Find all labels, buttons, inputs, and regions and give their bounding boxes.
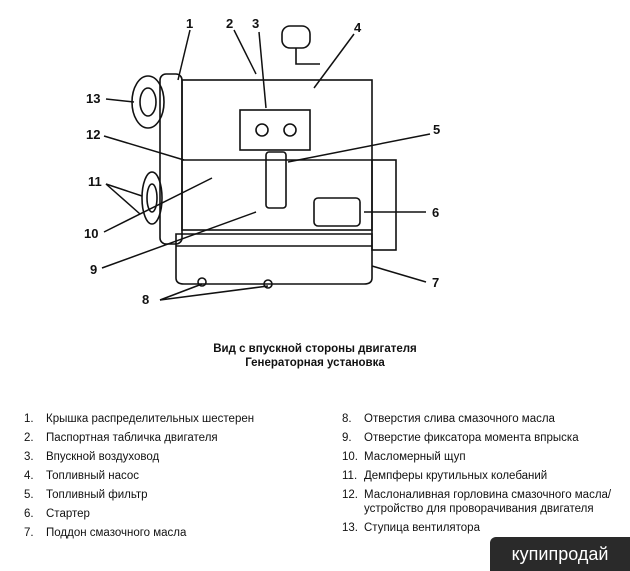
legend-number: 13.: [342, 522, 358, 534]
leader-lines: [101, 29, 431, 301]
legend-text: Топливный насос: [46, 470, 139, 482]
engine-diagram: 1 2 3 4 5 6 7 8 9 10 11 12 13: [84, 16, 440, 307]
intake-duct-drawing: [281, 25, 311, 49]
oil-pan-drawing: [175, 233, 373, 285]
callout-6: 6: [432, 205, 439, 220]
legend-text: Отверстие фиксатора момента впрыска: [364, 432, 579, 444]
legend-text: Впускной воздуховод: [46, 451, 160, 463]
legend-item: 9. Отверстие фиксатора момента впрыска: [342, 431, 612, 445]
legend-right-column: 8. Отверстия слива смазочного масла 9. Отв…: [342, 412, 612, 540]
callout-5: 5: [433, 122, 440, 137]
starter-drawing: [313, 197, 361, 227]
legend-number: 12.: [342, 489, 358, 501]
legend-number: 8.: [342, 413, 352, 425]
diagram-caption-subtitle: Генераторная установка: [245, 357, 385, 369]
watermark-badge: купипродай: [490, 537, 630, 571]
callout-1: 1: [186, 16, 193, 31]
legend-item: 5. Топливный фильтр: [24, 488, 324, 502]
callout-7: 7: [432, 275, 439, 290]
legend-item: 7. Поддон смазочного масла: [24, 526, 324, 540]
damper-drawing: [141, 171, 163, 225]
legend-text: Топливный фильтр: [46, 489, 148, 501]
callout-labels: 1 2 3 4 5 6 7 8 9 10 11 12 13: [84, 16, 440, 307]
callout-13: 13: [86, 91, 100, 106]
legend-number: 10.: [342, 451, 358, 463]
diagram-caption-title: Вид с впускной стороны двигателя: [213, 343, 417, 355]
callout-2: 2: [226, 16, 233, 31]
callout-12: 12: [86, 127, 100, 142]
legend-item: 4. Топливный насос: [24, 469, 324, 483]
legend-item: 1. Крышка распределительных шестерен: [24, 412, 324, 426]
legend-text: Ступица вентилятора: [364, 522, 480, 534]
legend-number: 1.: [24, 413, 34, 425]
legend-text: Паспортная табличка двигателя: [46, 432, 218, 444]
callout-11: 11: [88, 174, 102, 189]
legend-item: 3. Впускной воздуховод: [24, 450, 324, 464]
legend-number: 5.: [24, 489, 34, 501]
legend-number: 7.: [24, 527, 34, 539]
legend-item: 6. Стартер: [24, 507, 324, 521]
legend-number: 4.: [24, 470, 34, 482]
engine-drawing: [131, 25, 397, 289]
legend-text: Масломерный щуп: [364, 451, 466, 463]
legend-text: Маслоналивная горловина смазочного масла…: [364, 489, 612, 515]
legend-left-column: 1. Крышка распределительных шестерен 2. Па…: [24, 412, 324, 545]
fuel-pump-drawing: [239, 109, 311, 151]
legend-number: 2.: [24, 432, 34, 444]
legend-text: Отверстия слива смазочного масла: [364, 413, 555, 425]
engine-block-drawing: [181, 79, 373, 231]
legend-number: 3.: [24, 451, 34, 463]
legend-item: 2. Паспортная табличка двигателя: [24, 431, 324, 445]
legend-text: Крышка распределительных шестерен: [46, 413, 255, 425]
legend-number: 6.: [24, 508, 34, 520]
legend-item: 12. Маслоналивная горловина смазочного ма…: [342, 488, 612, 516]
callout-4: 4: [354, 20, 362, 35]
legend-text: Демпферы крутильных колебаний: [364, 470, 548, 482]
legend-text: Стартер: [46, 508, 90, 520]
legend-item: 13. Ступица вентилятора: [342, 521, 612, 535]
callout-8: 8: [142, 292, 149, 307]
callout-9: 9: [90, 262, 97, 277]
legend-item: 11. Демпферы крутильных колебаний: [342, 469, 612, 483]
legend-number: 9.: [342, 432, 352, 444]
callout-10: 10: [84, 226, 98, 241]
legend-text: Поддон смазочного масла: [46, 527, 187, 539]
callout-3: 3: [252, 16, 259, 31]
legend-number: 11.: [342, 470, 358, 482]
legend-item: 10. Масломерный щуп: [342, 450, 612, 464]
legend-item: 8. Отверстия слива смазочного масла: [342, 412, 612, 426]
fuel-filter-drawing: [265, 151, 287, 209]
